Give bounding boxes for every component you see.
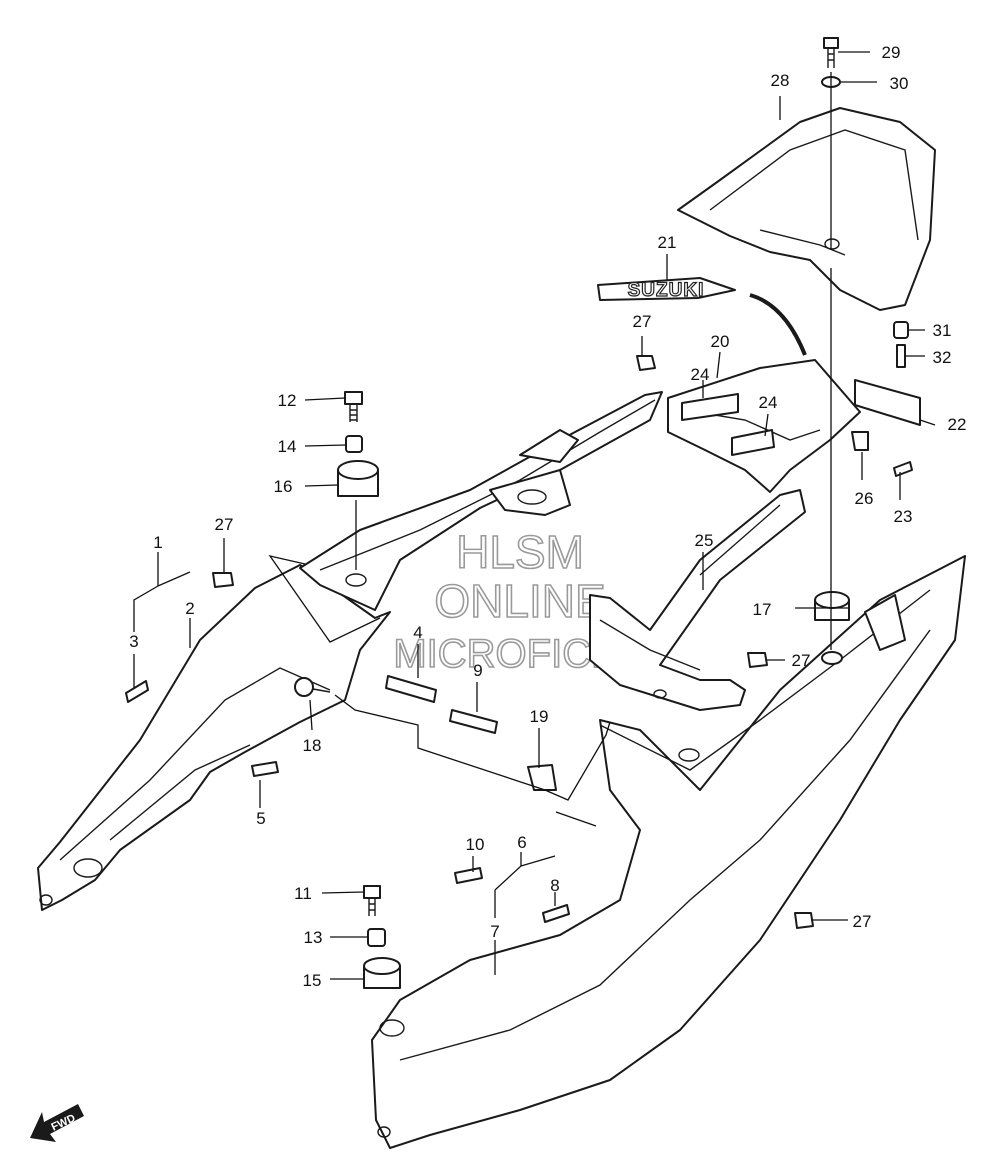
watermark-line2: ONLINE [434,575,605,627]
callout-19: 19 [530,707,549,726]
callout-16: 16 [274,477,293,496]
callout-27-left: 27 [215,515,234,534]
callout-11: 11 [294,884,312,903]
callout-18: 18 [303,736,322,755]
callout-22: 22 [948,415,967,434]
grab-handle [677,107,936,311]
fwd-label: FWD [50,1112,78,1133]
hardware-items [125,37,913,989]
callout-24: 24 [691,365,710,384]
callout-7: 7 [490,922,499,941]
suzuki-logo-text: SUZUKI [628,280,705,301]
upper-frame-rail [299,391,663,611]
callout-20: 20 [711,332,730,351]
callout-15: 15 [303,971,322,990]
callout-25: 25 [695,531,714,550]
emblem-curve [749,293,807,356]
callout-27-right: 27 [792,651,811,670]
callout-12: 12 [278,391,297,410]
left-frame-cover [37,564,391,911]
callout-31: 31 [933,321,952,340]
seat-tail-bracket [667,359,861,493]
watermark-line1: HLSM [456,526,584,578]
callout-27-lower: 27 [853,912,872,931]
forward-arrow-icon: FWD [30,1104,84,1142]
callout-29: 29 [882,43,901,62]
seat-cover-strip [854,379,921,426]
callout-8: 8 [550,876,559,895]
callout-14: 14 [278,437,297,456]
callout-5: 5 [256,809,265,828]
leader-lines [133,51,936,980]
suzuki-emblem: SUZUKI [597,277,736,302]
rear-bracket [589,489,806,711]
callout-13: 13 [304,928,323,947]
callout-30: 30 [890,74,909,93]
callout-1: 1 [153,533,162,552]
right-frame-cover [371,555,966,1149]
callout-2: 2 [185,599,194,618]
callout-32: 32 [933,348,952,367]
callout-23: 23 [894,507,913,526]
callout-24-second: 24 [759,393,778,412]
callout-3: 3 [129,632,138,651]
callout-21: 21 [658,233,677,252]
callout-26: 26 [855,489,874,508]
callout-labels: 1 2 3 4 5 6 7 8 9 10 11 12 13 14 15 16 1… [129,43,966,990]
callout-4: 4 [413,623,422,642]
callout-10: 10 [466,835,485,854]
callout-9: 9 [473,661,482,680]
callout-28: 28 [771,71,790,90]
callout-17: 17 [753,600,772,619]
callout-6: 6 [517,833,526,852]
callout-27-upper: 27 [633,312,652,331]
